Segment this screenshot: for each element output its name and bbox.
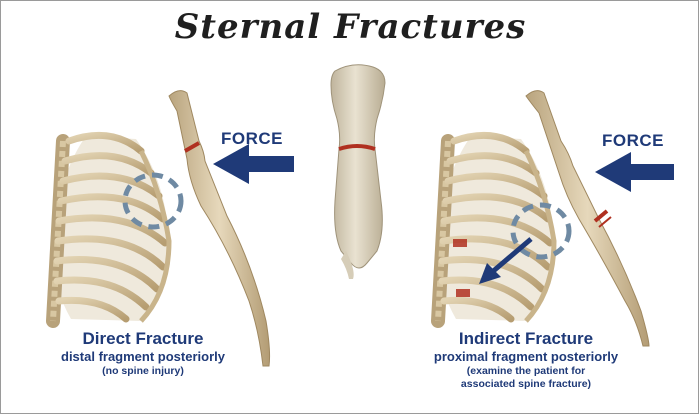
left-force-arrow [213,144,294,184]
left-rib-cage [52,135,181,321]
right-caption: Indirect Fracture proximal fragment post… [396,329,656,391]
right-caption-note-line1: (examine the patient for [396,365,656,378]
left-caption-subheading: distal fragment posteriorly [23,349,263,365]
right-force-label: FORCE [602,131,664,151]
left-caption-heading: Direct Fracture [23,329,263,349]
center-sternum [331,65,385,279]
right-rib-cage [437,135,569,321]
right-caption-heading: Indirect Fracture [396,329,656,349]
right-force-arrow [595,152,674,192]
left-caption-note: (no spine injury) [23,365,263,378]
left-force-label: FORCE [221,129,283,149]
left-caption: Direct Fracture distal fragment posterio… [23,329,263,378]
right-caption-note-line2: associated spine fracture) [396,378,656,391]
right-caption-subheading: proximal fragment posteriorly [396,349,656,365]
